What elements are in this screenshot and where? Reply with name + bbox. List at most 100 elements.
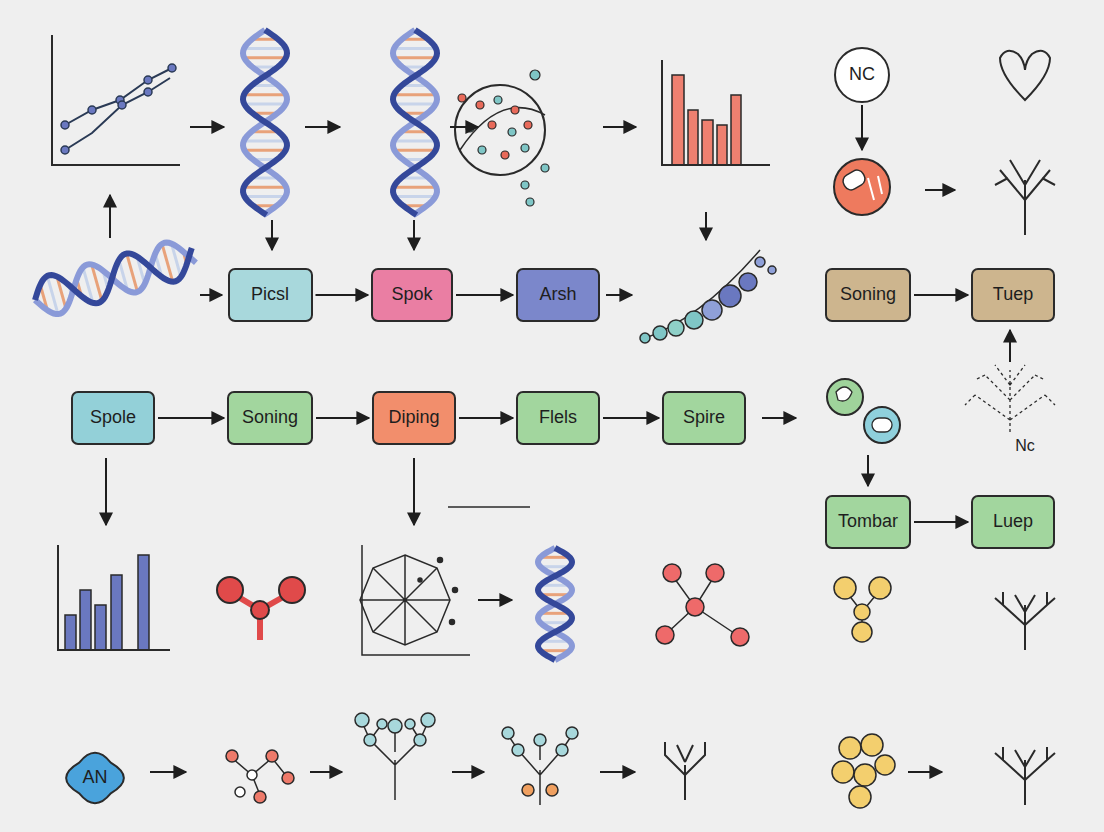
line-chart	[61, 146, 69, 154]
red-molecule	[656, 564, 749, 646]
cell-pair	[872, 418, 892, 432]
radial-chart	[453, 588, 458, 593]
flow-arrow	[914, 521, 968, 523]
molecule-chain	[640, 250, 776, 343]
bar-chart	[672, 75, 741, 165]
dna-helix	[244, 93, 286, 96]
node-tree	[388, 719, 402, 733]
node-text: Spire	[683, 407, 725, 429]
cell-scatter	[530, 70, 540, 80]
flow-arrow	[200, 294, 222, 296]
flow-arrow	[106, 105, 1010, 772]
plain-line	[448, 506, 530, 508]
flow-arrow	[478, 599, 512, 601]
molecule-chain	[640, 333, 650, 343]
flow-arrow	[109, 195, 111, 238]
dna-helix	[244, 149, 285, 152]
flow-arrow	[1009, 330, 1011, 362]
dna-helix	[244, 103, 285, 106]
bar-chart	[688, 110, 698, 165]
process-box: Spole	[71, 391, 155, 445]
cell-scatter	[521, 144, 529, 152]
node-text: Arsh	[539, 284, 576, 306]
dna-helix	[538, 548, 572, 660]
process-box: Spok	[371, 268, 453, 322]
flow-arrow	[105, 458, 107, 525]
cloud-node: AN	[57, 747, 133, 809]
node-text: Soning	[840, 284, 896, 306]
node-text: Picsl	[251, 284, 289, 306]
yellow-cluster	[854, 764, 876, 786]
flow-arrow	[316, 294, 369, 296]
node-tree	[355, 713, 369, 727]
process-box: Soning	[825, 268, 911, 322]
molecule-chain	[755, 257, 765, 267]
dna-helix	[394, 56, 436, 59]
cell-scatter	[458, 94, 466, 102]
line-chart	[88, 106, 96, 114]
node-tree	[502, 727, 514, 739]
bar-chart	[111, 575, 122, 650]
cloud-shape	[66, 753, 124, 803]
line-chart	[61, 121, 69, 129]
red-molecule	[706, 564, 724, 582]
heart-icon	[1000, 51, 1050, 100]
node-text: NC	[849, 64, 875, 86]
cell-scatter	[524, 121, 532, 129]
cell-scatter	[476, 101, 484, 109]
flow-arrow	[600, 771, 635, 773]
dna-helix	[243, 30, 287, 215]
node-text: AN	[82, 767, 107, 789]
process-box: Tombar	[825, 495, 911, 549]
node-text: Soning	[242, 407, 298, 429]
fork-tree	[665, 742, 705, 800]
yellow-cluster	[852, 622, 872, 642]
circle-node: NC	[834, 47, 890, 103]
node-text: Tombar	[838, 511, 898, 533]
process-box: Arsh	[516, 268, 600, 322]
molecule-small	[247, 770, 257, 780]
bar-chart	[702, 120, 713, 165]
molecule-chain	[668, 320, 684, 336]
flow-arrow	[908, 771, 942, 773]
flow-arrow	[867, 455, 869, 486]
process-box: Spire	[662, 391, 746, 445]
dna-helix	[243, 30, 287, 215]
line-chart	[144, 76, 152, 84]
branch-tree	[995, 160, 1055, 235]
node-tree	[405, 719, 415, 729]
flow-arrow	[925, 189, 955, 191]
dna-helix	[538, 548, 572, 660]
cell-scatter	[455, 85, 545, 175]
heart-icon	[1000, 51, 1050, 100]
cell-pair	[836, 387, 852, 401]
dna-helix	[30, 236, 200, 319]
yellow-cluster	[834, 577, 856, 599]
dna-helix	[244, 47, 286, 50]
flow-arrow	[413, 220, 415, 250]
dna-helix	[393, 30, 437, 215]
line-chart	[118, 101, 126, 109]
fork-tree	[665, 742, 705, 800]
cell-scatter	[541, 164, 549, 172]
line-chart	[52, 35, 180, 165]
radial-chart	[360, 555, 450, 645]
flow-arrow	[603, 126, 636, 128]
flow-arrow	[456, 294, 513, 296]
yellow-cluster	[854, 604, 870, 620]
dashed-tree	[965, 365, 1055, 432]
fork-tree	[995, 592, 1055, 805]
cell-pair	[827, 379, 863, 415]
yellow-cluster	[839, 737, 861, 759]
dna-helix	[394, 186, 437, 189]
red-molecule	[731, 628, 749, 646]
dna-helix	[30, 236, 200, 319]
node-tree	[508, 735, 572, 805]
bar-chart	[80, 590, 91, 650]
radial-chart	[418, 578, 422, 582]
radial-chart	[360, 555, 450, 645]
node-text: Spole	[90, 407, 136, 429]
node-tree	[522, 784, 534, 796]
line-chart	[52, 35, 180, 165]
